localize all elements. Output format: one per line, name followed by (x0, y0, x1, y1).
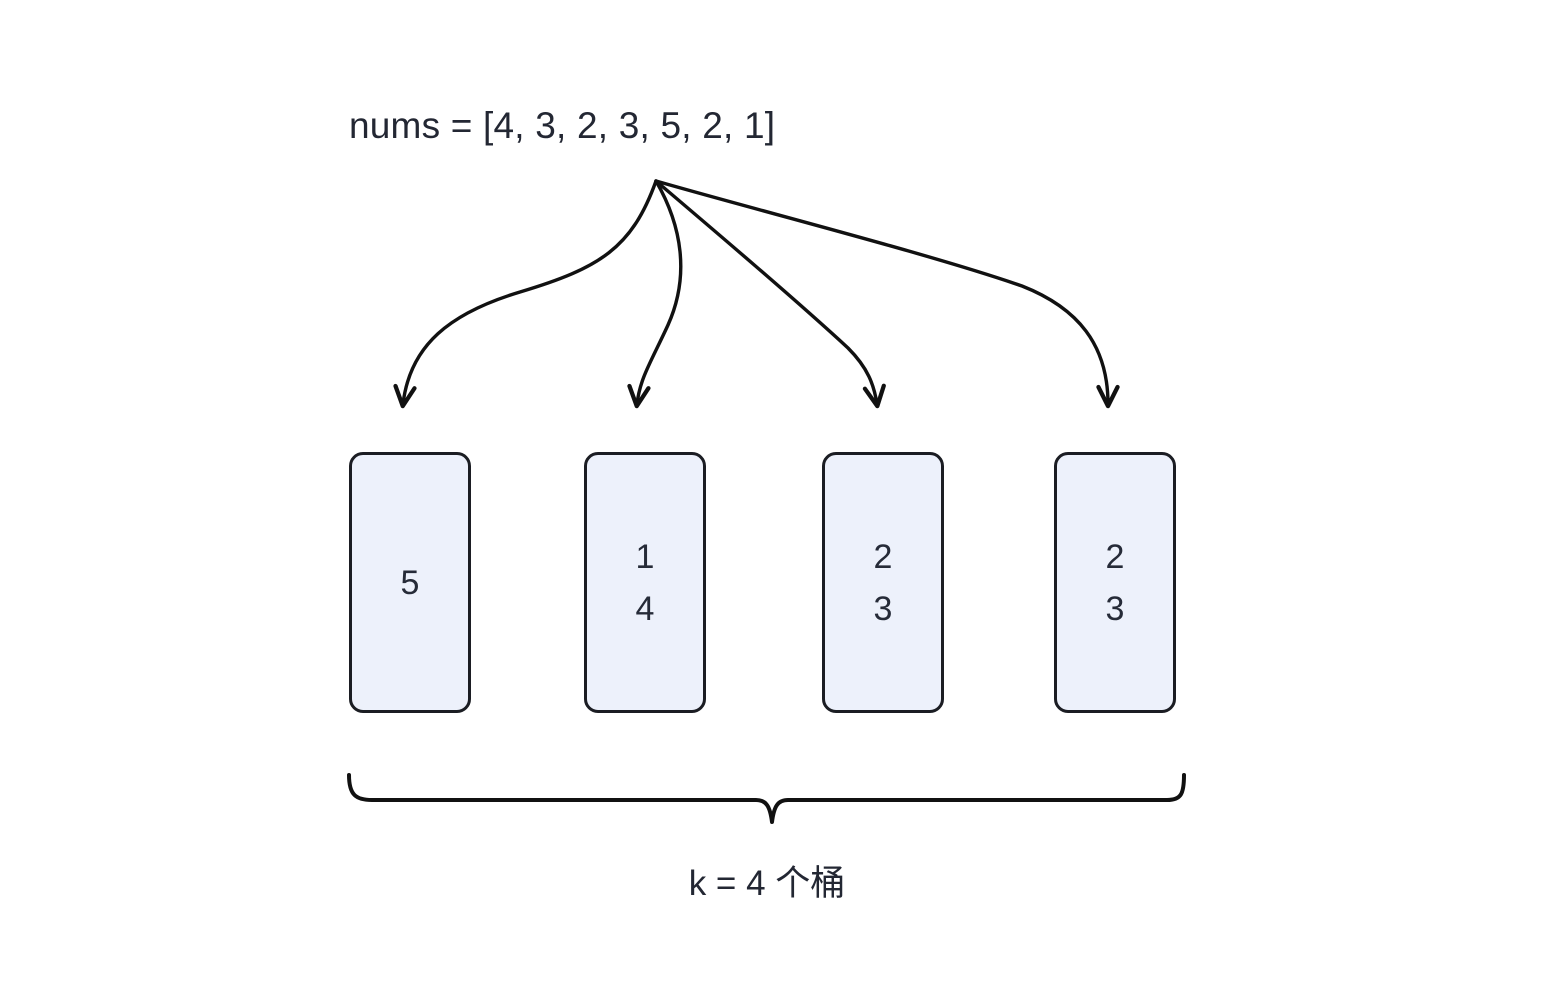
bucket-1[interactable]: 1 4 (584, 452, 706, 713)
bucket-2-value-1: 3 (873, 589, 893, 628)
array-label: nums = [4, 3, 2, 3, 5, 2, 1] (349, 105, 776, 146)
bucket-1-value-0: 1 (635, 537, 655, 576)
arrow-to-bucket-1 (627, 179, 683, 409)
bucket-count-caption: k = 4 个桶 (0, 862, 1554, 906)
arrow-to-bucket-3 (654, 179, 1120, 409)
bucket-count-caption-text: k = 4 个桶 (688, 864, 846, 903)
bucket-1-value-1: 4 (635, 589, 655, 628)
group-brace (347, 773, 1186, 824)
bucket-2-value-0: 2 (873, 537, 893, 576)
bucket-3-value-0: 2 (1105, 537, 1125, 576)
bucket-2[interactable]: 2 3 (822, 452, 944, 713)
bucket-3-value-1: 3 (1105, 589, 1125, 628)
bucket-0[interactable]: 5 (349, 452, 471, 713)
bucket-0-value-0: 5 (400, 563, 420, 602)
arrow-to-bucket-2 (654, 179, 886, 409)
arrow-to-bucket-0 (393, 179, 658, 409)
bucket-3[interactable]: 2 3 (1054, 452, 1176, 713)
